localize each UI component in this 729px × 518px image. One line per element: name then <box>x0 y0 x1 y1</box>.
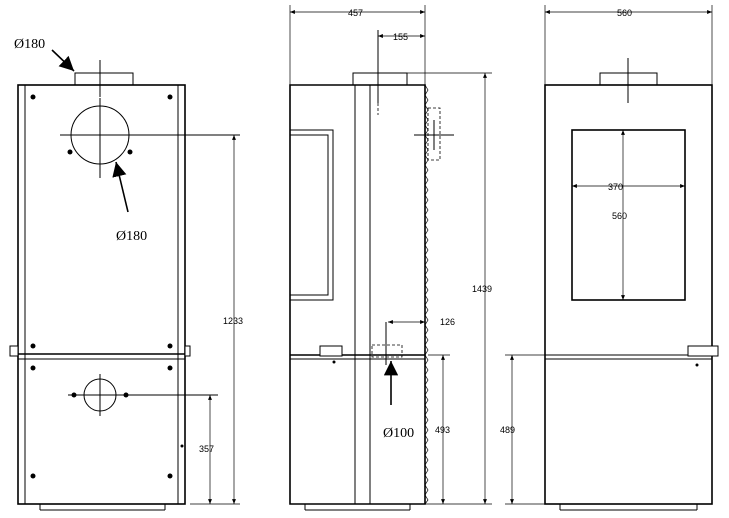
flue-rear-label: Ø180 <box>116 229 147 244</box>
dim-flue-offset: 155 <box>393 32 408 42</box>
dim-rear-width: 560 <box>617 8 632 18</box>
dim-side-base-height: 493 <box>435 425 450 435</box>
air-inlet-label: Ø100 <box>383 426 414 441</box>
dim-front-height: 1233 <box>223 316 243 326</box>
dim-rear-base-height: 489 <box>500 425 515 435</box>
dim-total-height: 1439 <box>472 284 492 294</box>
top-flue-collar <box>74 72 134 86</box>
rear-body-outline <box>544 84 713 505</box>
flue-top-label: Ø180 <box>14 37 45 52</box>
dim-air-inlet-offset: 126 <box>440 317 455 327</box>
front-view: Ø180 Ø180 1233 357 <box>9 37 243 511</box>
dim-window-height: 560 <box>612 211 627 221</box>
viewing-window <box>571 129 686 301</box>
stove-body-outline <box>17 84 186 505</box>
side-view: 457 155 1439 126 493 Ø100 <box>289 5 492 511</box>
door-handle <box>687 345 719 357</box>
dim-lower-outlet: 357 <box>199 444 214 454</box>
dim-window-width: 370 <box>608 182 623 192</box>
dim-side-depth: 457 <box>348 8 363 18</box>
rear-view: 560 370 560 489 <box>500 5 719 511</box>
